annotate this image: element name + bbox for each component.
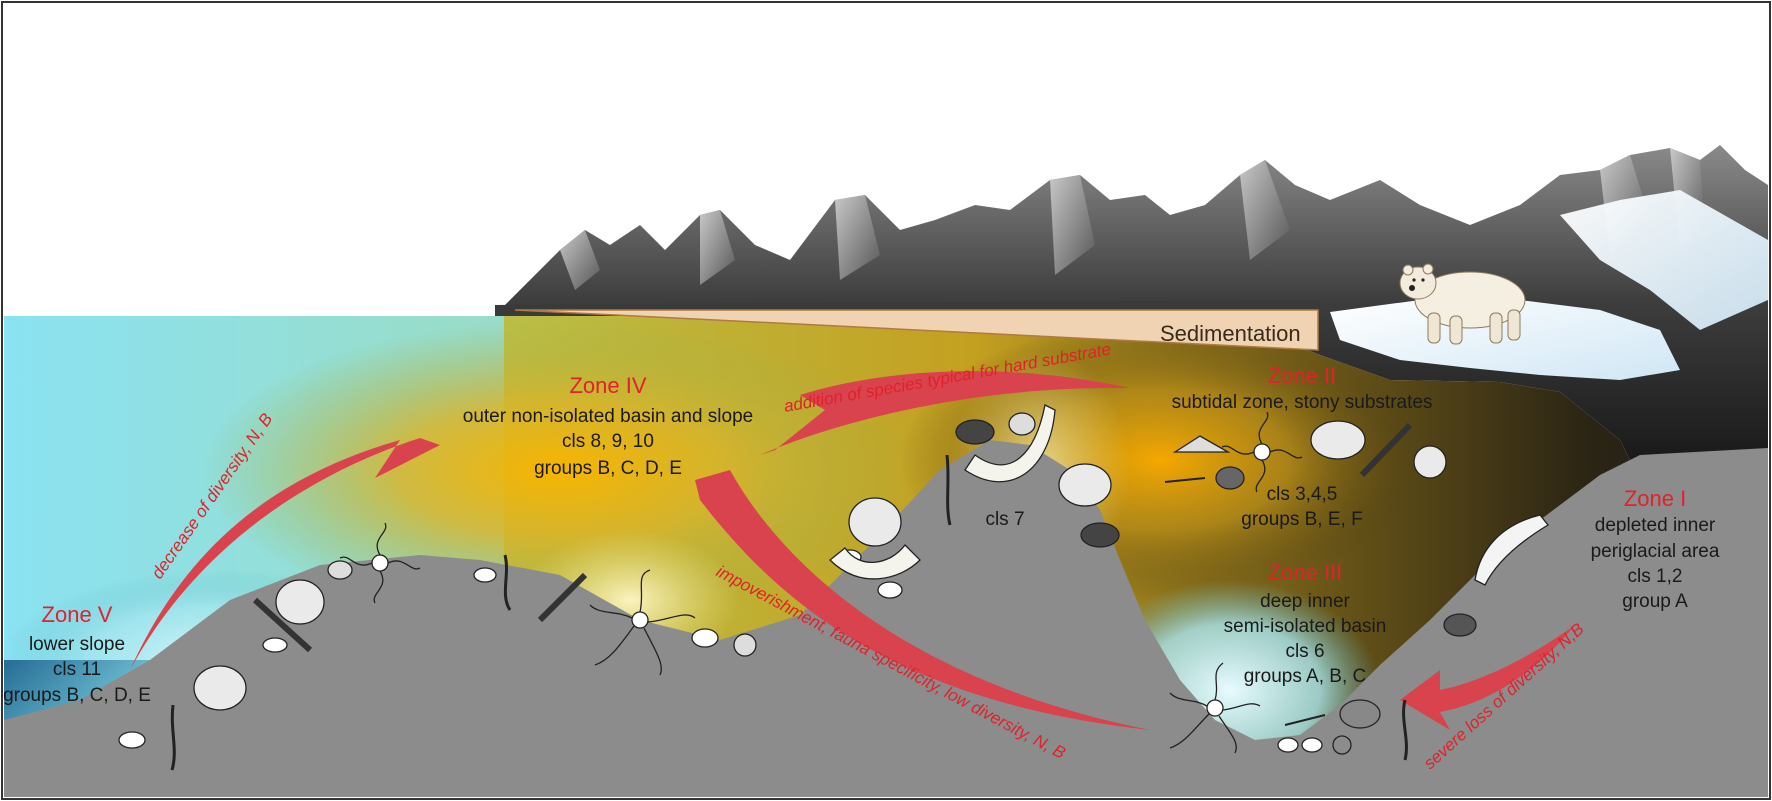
bivalve-icon xyxy=(1080,522,1120,548)
sedimentation-label: Sedimentation xyxy=(1160,321,1301,346)
polychaete-worm-icon xyxy=(1359,422,1413,478)
bivalve-icon xyxy=(1301,737,1323,753)
bivalve-icon xyxy=(1413,445,1447,479)
bivalve-icon xyxy=(1172,435,1231,453)
ophiuroid-icon xyxy=(1169,662,1261,754)
bivalve-icon xyxy=(473,567,497,583)
polychaete-worm-icon xyxy=(537,572,588,623)
zone-i-line-2: periglacial area xyxy=(1591,541,1720,562)
bivalve-icon xyxy=(275,579,325,625)
zone-i-title: Zone I xyxy=(1624,486,1686,511)
zone-i-line-1: depleted inner xyxy=(1595,515,1716,536)
bivalve-icon xyxy=(118,731,146,749)
bivalve-icon xyxy=(1339,699,1381,729)
zone-v-title: Zone V xyxy=(42,602,113,627)
polychaete-worm-icon xyxy=(1164,477,1206,483)
ophiuroid-icon xyxy=(589,569,696,676)
bivalve-icon xyxy=(193,665,247,711)
zone-iv-line-1: outer non-isolated basin and slope xyxy=(463,406,753,427)
zone-iii-line-2: semi-isolated basin xyxy=(1224,616,1387,637)
scallop-icon xyxy=(1310,420,1366,460)
zone-i-line-3: cls 1,2 xyxy=(1628,566,1683,587)
zone-v-line-2: cls 11 xyxy=(53,659,101,680)
arrow-severe-loss xyxy=(1400,625,1575,730)
bivalve-icon xyxy=(733,633,757,657)
zone-ii-groups: groups B, E, F xyxy=(1241,509,1362,530)
polychaete-worm-icon xyxy=(1284,714,1326,726)
zone-iv-line-3: groups B, C, D, E xyxy=(534,458,682,479)
amphipod-icon xyxy=(1474,514,1549,586)
arrow-impoverishment xyxy=(695,470,1150,730)
zone-ii-block: Zone II subtidal zone, stony substrates … xyxy=(1172,363,1433,530)
zone-v-line-1: lower slope xyxy=(29,634,125,655)
bivalve-icon xyxy=(877,581,903,599)
bivalve-icon xyxy=(327,560,353,580)
polar-bear-icon xyxy=(1399,263,1526,345)
mountain-range xyxy=(495,145,1768,460)
zone-iii-line-3: cls 6 xyxy=(1285,641,1324,662)
zone-iii-line-4: groups A, B, C xyxy=(1244,666,1367,687)
tube-worm-icon xyxy=(1332,735,1352,755)
polychaete-worm-icon xyxy=(945,454,952,526)
cls-7-label: cls 7 xyxy=(985,509,1024,530)
brittle-star-icon xyxy=(339,522,421,604)
zone-iv-block: Zone IV outer non-isolated basin and slo… xyxy=(463,373,753,479)
zone-i-line-4: group A xyxy=(1622,591,1688,612)
sedimentation-wedge xyxy=(514,309,1319,351)
scallop-icon xyxy=(848,497,902,547)
arrow-addition-species xyxy=(760,371,1130,455)
zone-iii-block: Zone III deep inner semi-isolated basin … xyxy=(1224,560,1387,687)
zone-ii-line-1: subtidal zone, stony substrates xyxy=(1172,392,1433,413)
zone-ii-title: Zone II xyxy=(1268,363,1336,388)
zone-v-block: Zone V lower slope cls 11 groups B, C, D… xyxy=(3,602,151,706)
zone-iv-line-2: cls 8, 9, 10 xyxy=(562,431,654,452)
zone-ii-cls: cls 3,4,5 xyxy=(1267,484,1338,505)
tube-worm-icon xyxy=(829,544,921,580)
zone-iii-title: Zone III xyxy=(1268,560,1343,585)
arrows xyxy=(130,371,1575,730)
brittle-star-icon xyxy=(1221,411,1303,493)
bivalve-icon xyxy=(955,419,995,445)
bivalve-icon xyxy=(1443,613,1477,637)
bivalve-icon xyxy=(1277,737,1299,753)
zone-v-line-3: groups B, C, D, E xyxy=(3,685,151,706)
seabed xyxy=(4,440,1768,797)
bivalve-icon xyxy=(691,628,719,648)
bivalve-icon xyxy=(1008,412,1036,436)
tube-worm-icon xyxy=(1402,699,1408,761)
zone-iii-line-1: deep inner xyxy=(1260,591,1350,612)
bivalve-icon xyxy=(1215,466,1245,490)
fauna-icons xyxy=(118,404,1549,771)
zone-i-block: Zone I depleted inner periglacial area c… xyxy=(1591,486,1720,612)
bivalve-icon xyxy=(262,637,288,653)
zone-iv-title: Zone IV xyxy=(569,373,646,398)
polychaete-worm-icon xyxy=(252,597,313,653)
tube-worm-icon xyxy=(170,704,176,771)
tube-worm-icon xyxy=(964,404,1056,483)
bivalve-icon xyxy=(1058,463,1112,507)
tube-worm-icon xyxy=(503,554,512,611)
